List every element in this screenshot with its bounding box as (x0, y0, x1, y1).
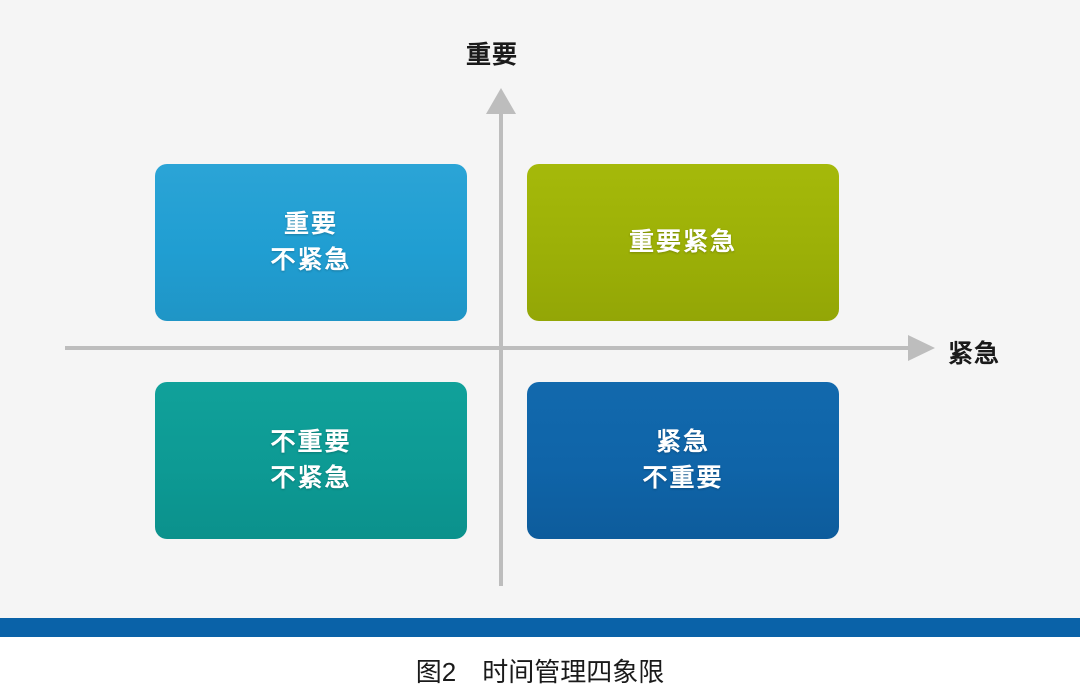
quadrant-label-line: 重要紧急 (628, 227, 737, 256)
horizontal-axis-label: 紧急 (948, 340, 1001, 368)
quadrant-important-not-urgent[interactable]: 重要 不紧急 (155, 164, 475, 328)
quadrant-label-line: 不紧急 (270, 245, 352, 274)
vertical-axis-line (499, 104, 503, 586)
diagram-canvas: 重要 紧急 重要 不紧急 重要紧急 不重要 不紧急 紧急 不重要 (65, 41, 1001, 586)
arrow-right-icon (908, 335, 935, 361)
quadrant-label-line: 不重要 (270, 428, 352, 456)
horizontal-axis-line (65, 346, 915, 350)
vertical-axis-label: 重要 (466, 41, 519, 69)
divider-bar (0, 618, 1080, 637)
quadrant-label-line: 不紧急 (270, 463, 352, 492)
arrow-up-icon (486, 88, 516, 114)
figure-caption: 图2 时间管理四象限 (415, 657, 665, 687)
quadrant-urgent-not-important[interactable]: 紧急 不重要 (527, 382, 847, 546)
quadrant-label-line: 重要 (283, 210, 338, 238)
quadrant-not-important-not-urgent[interactable]: 不重要 不紧急 (155, 382, 475, 546)
quadrant-label-line: 紧急 (655, 428, 710, 456)
quadrant-label-line: 不重要 (642, 463, 724, 492)
quadrant-important-urgent[interactable]: 重要紧急 (527, 164, 847, 328)
